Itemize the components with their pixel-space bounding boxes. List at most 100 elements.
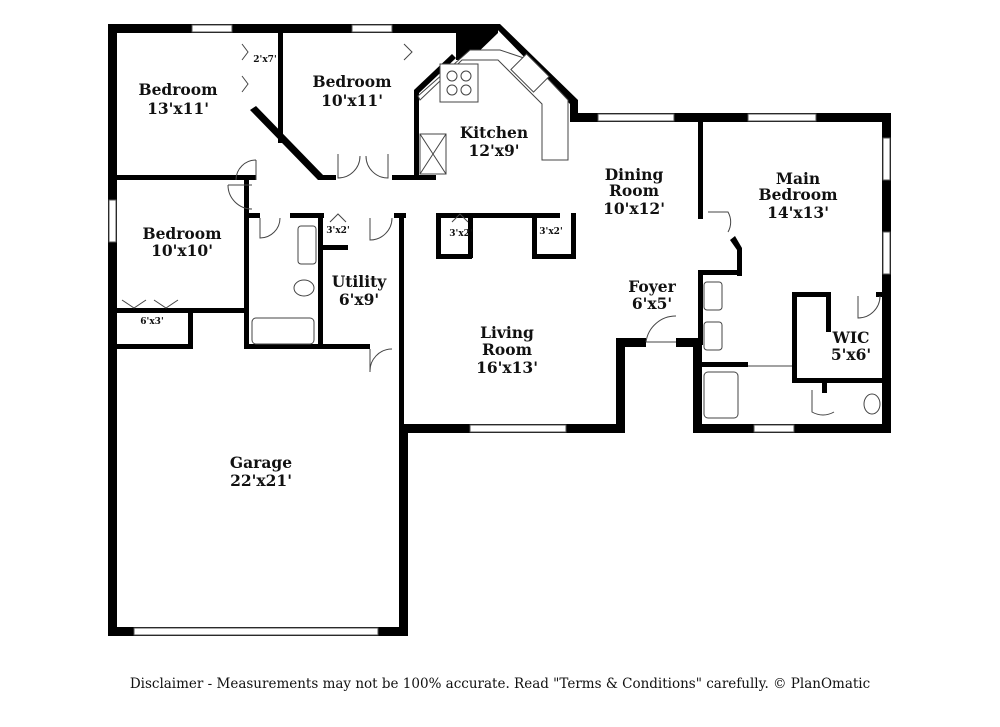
wall-closet-bottom xyxy=(108,344,192,349)
closet-label: 3'x2' xyxy=(539,227,562,237)
closet-label: 2'x7' xyxy=(253,55,276,65)
bifold-door xyxy=(451,213,469,223)
wall-bedroom-divider xyxy=(278,33,283,143)
wic-name: WIC xyxy=(832,328,870,347)
kitchen-name: Kitchen xyxy=(460,123,528,142)
door-swing xyxy=(369,348,393,373)
stove-icon xyxy=(439,63,479,103)
disclaimer-text: Disclaimer - Measurements may not be 100… xyxy=(129,676,871,692)
closet-label: 3'x2' xyxy=(326,226,349,236)
wall-bedroom-w-right xyxy=(244,180,249,348)
bedroom-nw-name: Bedroom xyxy=(138,80,218,99)
wall-left xyxy=(108,24,117,636)
wall-kitchen-left xyxy=(414,90,419,180)
wall-wic-left-inner xyxy=(826,292,831,332)
bedroom-nw-size: 13'x11' xyxy=(147,99,209,118)
door-swing xyxy=(227,184,253,210)
bifold-door xyxy=(329,213,347,223)
wall-bath-utility xyxy=(318,213,323,349)
closet-label: 6'x3' xyxy=(140,317,163,327)
dining-size: 10'x12' xyxy=(603,199,665,218)
wall-main-bottom-step xyxy=(698,270,742,275)
foyer-name: Foyer xyxy=(628,277,676,296)
door-swing xyxy=(259,217,281,239)
wall-bath-top-left xyxy=(698,270,703,345)
wall-bedroom-w-bottom xyxy=(108,308,249,313)
wall-wic-left xyxy=(792,292,797,364)
wall-closet-b-bottom xyxy=(532,254,576,259)
window xyxy=(351,24,393,33)
front-door xyxy=(645,315,677,343)
window xyxy=(882,137,891,181)
door-swing xyxy=(403,43,413,61)
door-swing xyxy=(811,390,835,416)
foyer-size: 6'x5' xyxy=(632,294,672,313)
main-bedroom-size: 14'x13' xyxy=(767,203,829,222)
wall-closet-a-right xyxy=(468,213,473,258)
wall-foyer-front-left xyxy=(616,338,646,347)
wall-hall-bottom-a xyxy=(244,213,260,218)
wall-closet-b-left xyxy=(532,213,537,258)
sink-icon xyxy=(703,281,723,311)
wall-garage-right xyxy=(399,424,408,636)
wall-hall-top-a xyxy=(318,175,336,180)
living-size: 16'x13' xyxy=(476,358,538,377)
wall-closet-a-left xyxy=(436,213,441,258)
window xyxy=(191,24,233,33)
room-labels: Bedroom 13'x11' Bedroom 10'x11' Kitchen … xyxy=(138,72,871,490)
wall-closet-a-bottom xyxy=(436,254,472,259)
bedroom-n-size: 10'x11' xyxy=(321,91,383,110)
garage-door xyxy=(133,627,379,636)
toilet-icon xyxy=(293,279,315,297)
sink-icon xyxy=(297,225,317,265)
wall-closet-b-right xyxy=(571,213,576,258)
wall-utility-right xyxy=(399,213,404,433)
wall-main-left-upper xyxy=(698,113,703,219)
door-swing xyxy=(369,217,393,241)
wall-main-angle xyxy=(730,236,742,276)
utility-size: 6'x9' xyxy=(339,290,379,309)
window xyxy=(882,231,891,275)
bifold-door xyxy=(241,43,249,93)
wic-size: 5'x6' xyxy=(831,345,871,364)
wall-bedroom-nw-bottom xyxy=(108,175,256,180)
window xyxy=(747,113,817,122)
door-swing xyxy=(857,295,881,319)
main-bedroom-name-2: Bedroom xyxy=(758,185,838,204)
garage-size: 22'x21' xyxy=(230,471,292,490)
shower-icon xyxy=(703,371,739,419)
wall-wc-left xyxy=(822,378,827,393)
toilet-icon xyxy=(863,393,881,415)
doors xyxy=(121,43,881,416)
living-name-2: Room xyxy=(482,340,533,359)
window xyxy=(597,113,675,122)
wall-shower-top xyxy=(698,362,748,367)
wall-living-top xyxy=(436,213,560,218)
wall-foyer-front-right xyxy=(676,338,700,347)
wall-wic-top xyxy=(792,292,828,297)
bedroom-n-name: Bedroom xyxy=(312,72,392,91)
main-bedroom-name-1: Main xyxy=(776,169,820,188)
window xyxy=(108,199,117,243)
closet-labels: 2'x7' 3'x2' 3'x2' 3'x2' 6'x3' xyxy=(140,55,562,327)
wall-foyer-left xyxy=(616,338,625,433)
door-swing xyxy=(235,159,257,181)
wall-wic-top-right xyxy=(876,292,887,297)
wall-top-left xyxy=(108,24,498,33)
door-swing xyxy=(708,211,732,233)
bathtub-icon xyxy=(251,317,315,345)
bifold-door xyxy=(121,299,179,309)
wall-closet-right xyxy=(188,308,193,349)
utility-name: Utility xyxy=(332,272,388,291)
window xyxy=(753,424,795,433)
wall-closet-utility xyxy=(318,245,348,250)
dining-name-1: Dining xyxy=(605,165,664,184)
dining-name-2: Room xyxy=(609,181,660,200)
sink-icon xyxy=(510,53,550,93)
sink-icon xyxy=(703,321,723,351)
windows xyxy=(108,24,891,636)
window xyxy=(469,424,567,433)
wall-bath-bottom xyxy=(244,344,370,349)
